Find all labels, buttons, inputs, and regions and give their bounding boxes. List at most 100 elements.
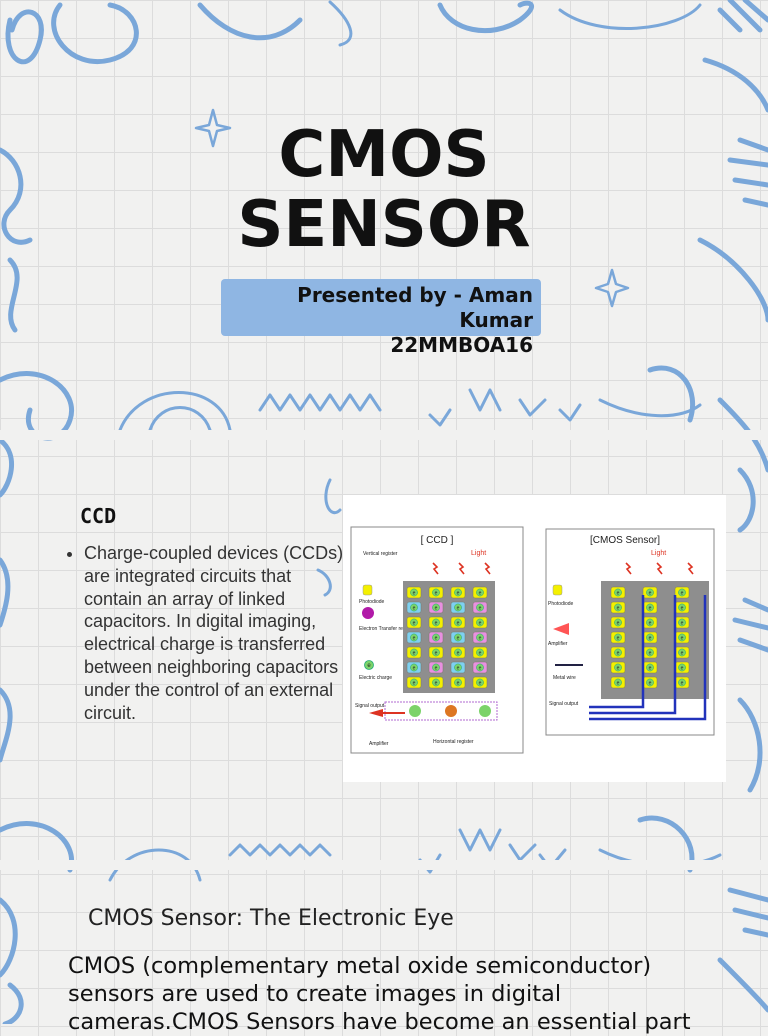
charge-marker — [432, 618, 440, 627]
light-bolt-icon — [625, 562, 632, 575]
charge-symbol: e — [681, 591, 684, 597]
charge-symbol: e — [413, 651, 416, 657]
charge-symbol: e — [617, 621, 620, 627]
charge-marker — [614, 603, 622, 612]
charge-marker — [454, 648, 462, 657]
charge-symbol: e — [617, 591, 620, 597]
ccd-signal-output: Signal output — [355, 703, 385, 709]
ccd-legend-electric-charge: Electric charge — [359, 675, 392, 681]
ccd-diagram-title: [ CCD ] — [421, 535, 454, 546]
charge-symbol: e — [413, 666, 416, 672]
charge-marker — [454, 663, 462, 672]
charge-symbol: e — [435, 591, 438, 597]
charge-symbol: e — [457, 621, 460, 627]
slide-divider — [0, 430, 768, 440]
charge-symbol: e — [649, 681, 652, 687]
charge-symbol: e — [435, 666, 438, 672]
ccd-legend-photodiode: Photodiode — [359, 599, 385, 605]
charge-marker — [614, 648, 622, 657]
charge-symbol: e — [681, 606, 684, 612]
charge-marker — [678, 678, 686, 687]
charge-marker — [454, 588, 462, 597]
ccd-light-label: Light — [471, 550, 486, 557]
charge-symbol: e — [413, 621, 416, 627]
ccd-horizontal-register: Horizontal register — [433, 739, 474, 745]
charge-symbol: e — [479, 666, 482, 672]
charge-symbol: e — [457, 636, 460, 642]
charge-symbol: e — [617, 666, 620, 672]
charge-symbol: e — [479, 636, 482, 642]
charge-symbol: e — [649, 621, 652, 627]
light-bolt-icon — [484, 562, 491, 575]
charge-marker — [678, 648, 686, 657]
charge-symbol: e — [681, 636, 684, 642]
charge-marker — [614, 588, 622, 597]
charge-symbol: e — [681, 621, 684, 627]
cmos-legend-amplifier: Amplifier — [548, 641, 568, 647]
charge-marker — [646, 618, 654, 627]
ccd-vs-cmos-diagram: [ CCD ] Light Vertical register Photodio… — [343, 495, 726, 782]
charge-marker — [432, 633, 440, 642]
charge-marker — [410, 678, 418, 687]
charge-marker — [476, 633, 484, 642]
charge-marker — [432, 678, 440, 687]
charge-symbol: e — [413, 636, 416, 642]
charge-symbol: e — [413, 591, 416, 597]
charge-marker — [410, 588, 418, 597]
charge-marker — [678, 618, 686, 627]
charge-symbol: e — [457, 681, 460, 687]
charge-marker — [454, 618, 462, 627]
charge-marker — [432, 603, 440, 612]
charge-marker — [410, 618, 418, 627]
charge-marker — [646, 678, 654, 687]
ccd-heading: CCD — [80, 504, 117, 528]
charge-symbol: e — [435, 606, 438, 612]
charge-marker — [454, 633, 462, 642]
charge-symbol: e — [681, 666, 684, 672]
slide-title: CMOS SENSOR — [0, 120, 768, 260]
charge-marker — [432, 663, 440, 672]
charge-symbol: e — [457, 666, 460, 672]
presenter-id: 22MMBOA16 — [390, 333, 533, 357]
ccd-bullet: Charge-coupled devices (CCDs) are integr… — [84, 542, 352, 724]
charge-marker — [410, 663, 418, 672]
charge-symbol: e — [617, 606, 620, 612]
charge-marker — [646, 648, 654, 657]
charge-marker — [646, 663, 654, 672]
cmos-subtitle: CMOS Sensor: The Electronic Eye — [88, 906, 454, 931]
charge-marker — [454, 678, 462, 687]
charge-symbol: e — [479, 591, 482, 597]
charge-symbol: e — [479, 651, 482, 657]
charge-symbol: e — [435, 681, 438, 687]
charge-symbol: e — [681, 651, 684, 657]
slide-divider — [0, 860, 768, 870]
svg-text:e: e — [367, 663, 371, 669]
charge-marker — [476, 588, 484, 597]
charge-symbol: e — [479, 681, 482, 687]
cmos-light-label: Light — [651, 550, 666, 557]
charge-symbol: e — [649, 591, 652, 597]
charge-marker — [476, 618, 484, 627]
charge-symbol: e — [479, 621, 482, 627]
title-line-2: SENSOR — [237, 188, 531, 262]
charge-symbol: e — [617, 636, 620, 642]
charge-symbol: e — [457, 591, 460, 597]
charge-marker — [646, 603, 654, 612]
charge-marker — [410, 603, 418, 612]
charge-marker — [678, 603, 686, 612]
presenter-box: Presented by - Aman Kumar 22MMBOA16 — [221, 279, 541, 357]
title-line-1: CMOS — [278, 118, 490, 192]
light-bolt-icon — [687, 562, 694, 575]
charge-marker — [454, 603, 462, 612]
ccd-legend-electron-transfer: Electron Transfer register — [359, 626, 415, 632]
ccd-bullet-list: Charge-coupled devices (CCDs) are integr… — [66, 542, 352, 724]
charge-marker — [646, 588, 654, 597]
ccd-amplifier-label: Amplifier — [369, 741, 389, 747]
charge-marker — [476, 678, 484, 687]
light-bolt-icon — [432, 562, 439, 575]
charge-marker — [678, 633, 686, 642]
ccd-legend-vertical-register: Vertical register — [363, 551, 398, 557]
charge-marker — [614, 663, 622, 672]
charge-symbol: e — [617, 651, 620, 657]
charge-marker — [410, 648, 418, 657]
